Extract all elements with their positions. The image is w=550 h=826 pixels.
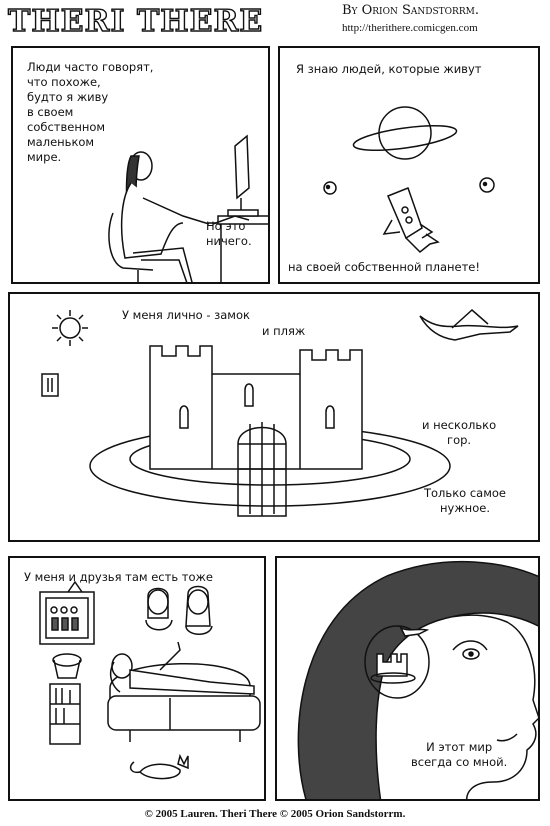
panel-4-caption: У меня и друзья там есть тоже: [24, 570, 213, 584]
panel-3-caption-4: Только самое нужное.: [424, 486, 506, 515]
comic-title: THERI THERE: [7, 3, 264, 39]
panel-3-caption-3: и несколько гор.: [422, 418, 497, 447]
panel-3-caption: У меня лично - замок: [122, 308, 250, 322]
panel-4-drawing: [39, 580, 261, 780]
panel-1-drawing: [108, 134, 268, 282]
panel-1-caption-2: Но это ничего.: [206, 219, 252, 248]
panel-2-drawing: [323, 106, 495, 254]
panel-3: У меня лично - замок и пляж и несколько …: [8, 292, 540, 542]
panel-4: У меня и друзья там есть тоже: [8, 556, 266, 801]
panel-2-caption: Я знаю людей, которые живут: [296, 62, 482, 76]
panel-1-caption: Люди часто говорят, что похоже, будто я …: [27, 60, 154, 164]
panel-3-caption-2: и пляж: [262, 324, 306, 338]
panel-1: Люди часто говорят, что похоже, будто я …: [11, 46, 270, 284]
author-byline: By Orion Sandstorrm.: [342, 3, 479, 18]
sun-icon: [59, 317, 81, 339]
copyright-footer: © 2005 Lauren. Theri There © 2005 Orion …: [144, 808, 406, 820]
site-url: http://therithere.comicgen.com: [342, 22, 478, 34]
panel-5: И этот мир всегда со мной.: [275, 556, 540, 801]
panel-2: Я знаю людей, которые живут на своей соб…: [278, 46, 540, 284]
panel-2-caption-2: на своей собственной планете!: [288, 260, 480, 274]
panel-5-drawing: [297, 560, 538, 799]
panel-3-drawing: [41, 308, 519, 517]
panel-5-caption: И этот мир всегда со мной.: [411, 740, 508, 769]
